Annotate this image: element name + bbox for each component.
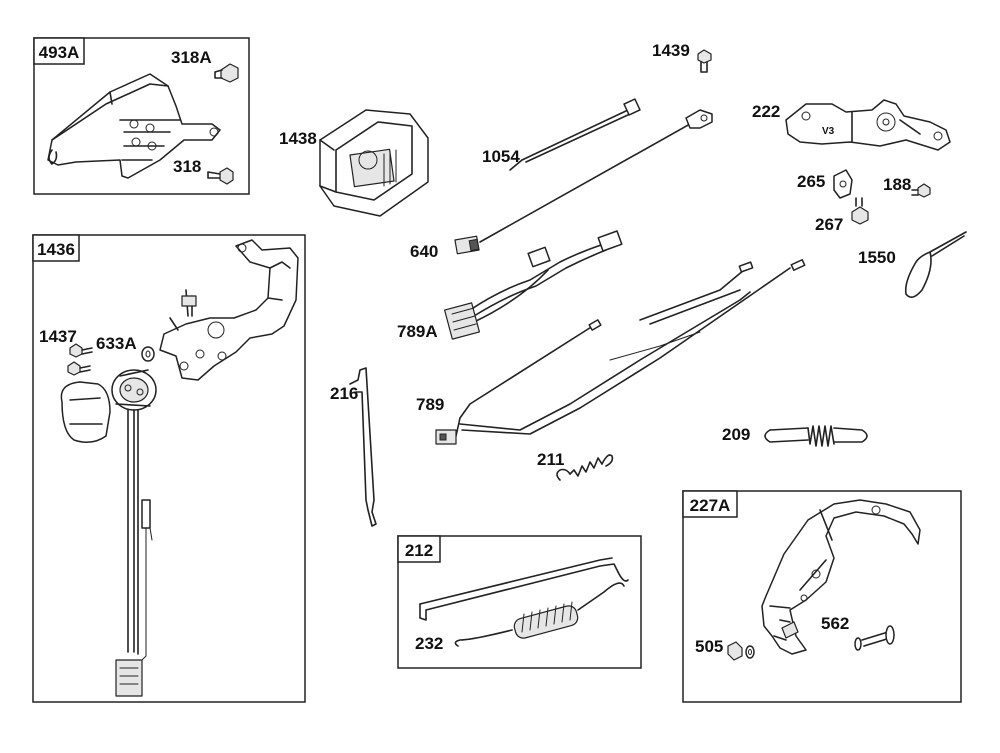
label-789a: 789A bbox=[397, 322, 438, 341]
label-493a: 493A bbox=[39, 43, 80, 62]
label-562: 562 bbox=[821, 614, 849, 633]
group-212-tab bbox=[397, 535, 441, 563]
label-267: 267 bbox=[815, 215, 843, 234]
group-1436-tab bbox=[32, 234, 80, 262]
part-188-screw bbox=[911, 183, 931, 198]
part-1439-screw bbox=[697, 49, 712, 73]
group-212: 212 232 bbox=[397, 535, 642, 669]
part-1437-screw-a bbox=[69, 343, 93, 358]
label-318a: 318A bbox=[171, 48, 212, 67]
label-227a: 227A bbox=[690, 496, 731, 515]
group-493a: 493A 318A 318 bbox=[33, 37, 250, 195]
label-633a: 633A bbox=[96, 334, 137, 353]
label-318: 318 bbox=[173, 157, 201, 176]
label-505: 505 bbox=[695, 637, 723, 656]
label-1437: 1437 bbox=[39, 327, 77, 346]
part-227a-bracket bbox=[761, 499, 921, 655]
label-211: 211 bbox=[537, 450, 564, 469]
label-232: 232 bbox=[415, 634, 443, 653]
part-1436-bracket bbox=[159, 239, 299, 381]
part-222-control-bracket: V3 bbox=[785, 99, 951, 151]
group-493a-frame bbox=[33, 37, 250, 195]
part-318a-bolt bbox=[214, 63, 239, 83]
group-1436-frame bbox=[32, 234, 306, 703]
part-640-wire bbox=[454, 109, 713, 255]
part-562-pin bbox=[854, 625, 895, 651]
label-222: 222 bbox=[752, 102, 780, 121]
group-212-frame bbox=[397, 535, 642, 669]
part-232-spring bbox=[454, 582, 625, 647]
part-216-rod bbox=[349, 367, 377, 527]
label-1439: 1439 bbox=[652, 41, 690, 60]
part-318-screw bbox=[207, 167, 234, 185]
label-265: 265 bbox=[797, 172, 825, 191]
part-212-rod bbox=[419, 557, 629, 621]
group-493a-tab bbox=[33, 37, 85, 65]
group-227a-tab bbox=[682, 490, 738, 518]
label-216: 216 bbox=[330, 384, 358, 403]
label-1054: 1054 bbox=[482, 147, 520, 166]
part-267-bolt bbox=[851, 197, 869, 225]
label-640: 640 bbox=[410, 242, 438, 261]
part-633a-washer bbox=[141, 346, 155, 362]
part-1436-switch bbox=[60, 369, 157, 697]
label-209: 209 bbox=[722, 425, 750, 444]
part-789-harness bbox=[435, 258, 806, 445]
part-1438-module bbox=[319, 109, 429, 217]
label-v3: V3 bbox=[822, 126, 835, 137]
part-1054-cable-tie bbox=[509, 98, 641, 171]
label-188: 188 bbox=[883, 175, 911, 194]
part-505-nut bbox=[727, 641, 755, 661]
group-227a-frame bbox=[682, 490, 962, 703]
label-1438: 1438 bbox=[279, 129, 317, 148]
part-1437-screw-b bbox=[67, 361, 91, 376]
part-493a-bracket bbox=[47, 73, 221, 179]
part-211-spring bbox=[556, 454, 614, 481]
label-212: 212 bbox=[405, 541, 433, 560]
label-789: 789 bbox=[416, 395, 444, 414]
part-209-spring bbox=[764, 425, 868, 447]
label-1550: 1550 bbox=[858, 248, 896, 267]
group-1436: 1436 bbox=[32, 234, 306, 703]
group-227a: 227A 562 505 bbox=[682, 490, 962, 703]
part-265-clip bbox=[833, 169, 853, 199]
part-789a-harness bbox=[443, 230, 623, 340]
part-1550-spring-clip bbox=[904, 231, 967, 298]
label-1436: 1436 bbox=[37, 240, 75, 259]
